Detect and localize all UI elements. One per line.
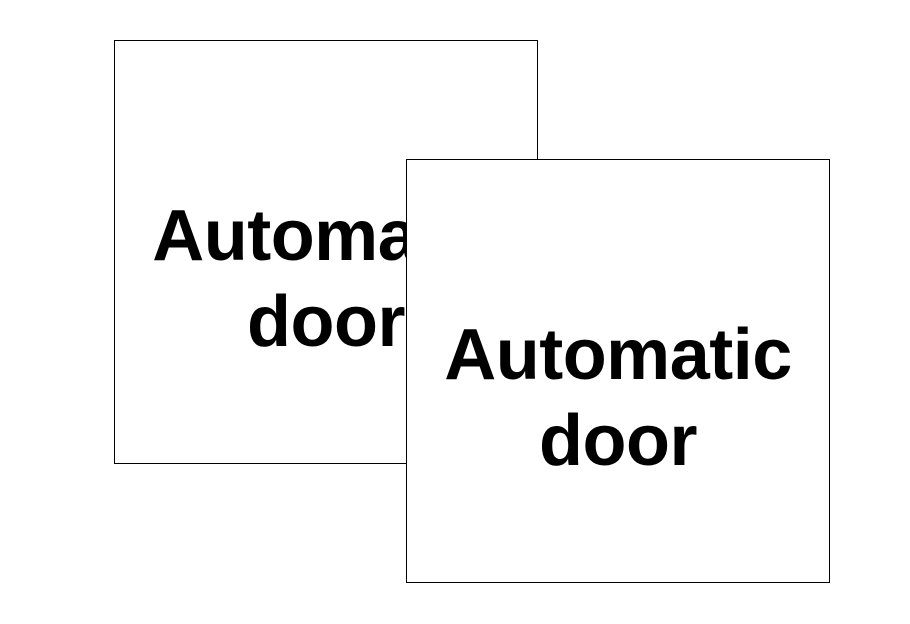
sign-text: Automatic door xyxy=(407,312,829,484)
sign-line-2: door xyxy=(247,282,405,362)
automatic-door-sign-front: Automatic door xyxy=(406,159,830,583)
sign-line-2: door xyxy=(539,401,697,481)
sign-line-1: Automatic xyxy=(444,315,792,395)
